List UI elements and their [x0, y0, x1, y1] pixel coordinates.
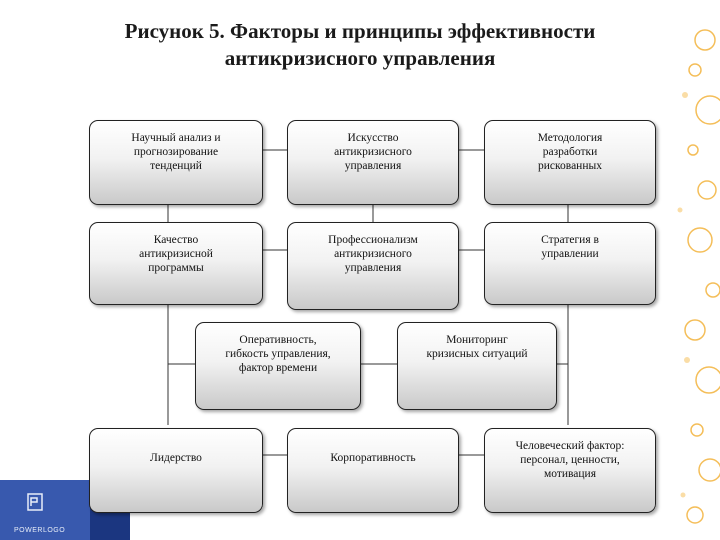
box-efficiency-flexibility: Оперативность, гибкость управления, фактор… [195, 322, 361, 410]
box-text-line: тенденций [150, 160, 202, 172]
box-text-line: рискованных [538, 160, 602, 172]
box-methodology: Методология разработки рискованных [484, 120, 656, 205]
box-art-of-management: Искусство антикризисного управления [287, 120, 459, 205]
box-text-line: Научный анализ и [131, 132, 221, 144]
box-text-line: антикризисной [139, 248, 213, 260]
box-text-line: Профессионализм [328, 234, 418, 246]
box-text-line: разработки [542, 146, 598, 158]
page-title: Рисунок 5. Факторы и принципы эффективно… [40, 18, 680, 72]
box-strategy: Стратегия в управлении [484, 222, 656, 305]
box-text-line: управления [344, 160, 402, 172]
box-text-line: персонал, ценности, [520, 454, 620, 466]
box-text-line: управлении [541, 248, 599, 260]
box-human-factor: Человеческий фактор: персонал, ценности, м… [484, 428, 656, 513]
box-leadership: Лидерство [89, 428, 263, 513]
box-text-line: Качество [153, 234, 199, 246]
powerlogo-icon [27, 493, 43, 511]
box-text-line: гибкость управления, [225, 348, 331, 360]
box-text-line: мотивация [543, 468, 597, 480]
box-text-line: фактор времени [238, 362, 318, 374]
title-line-2: антикризисного управления [224, 46, 496, 70]
box-text-line: Оперативность, [239, 334, 317, 346]
box-text-line: антикризисного [334, 248, 412, 260]
box-text-line: антикризисного [334, 146, 412, 158]
box-scientific-analysis: Научный анализ и прогнозирование тенденций [89, 120, 263, 205]
decorative-swirls [677, 29, 720, 524]
box-text-line: Методология [537, 132, 603, 144]
box-monitoring: Мониторинг кризисных ситуаций [397, 322, 557, 410]
box-professionalism: Профессионализм антикризисного управления [287, 222, 459, 310]
box-text-line: прогнозирование [133, 146, 219, 158]
box-text-line: управления [344, 262, 402, 274]
box-text-line: Человеческий фактор: [515, 440, 625, 452]
box-text-line: Искусство [347, 132, 399, 144]
box-text-line: программы [148, 262, 204, 274]
logo-text: POWERLOGO [14, 527, 66, 534]
box-text-line: Стратегия в [541, 234, 599, 246]
title-line-1: Рисунок 5. Факторы и принципы эффективно… [124, 19, 596, 43]
box-corporatism: Корпоративность [287, 428, 459, 513]
box-program-quality: Качество антикризисной программы [89, 222, 263, 305]
box-text-line: Лидерство [150, 452, 202, 464]
box-text-line: кризисных ситуаций [426, 348, 528, 360]
box-text-line: Мониторинг [446, 334, 508, 346]
box-text-line: Корпоративность [330, 452, 416, 464]
